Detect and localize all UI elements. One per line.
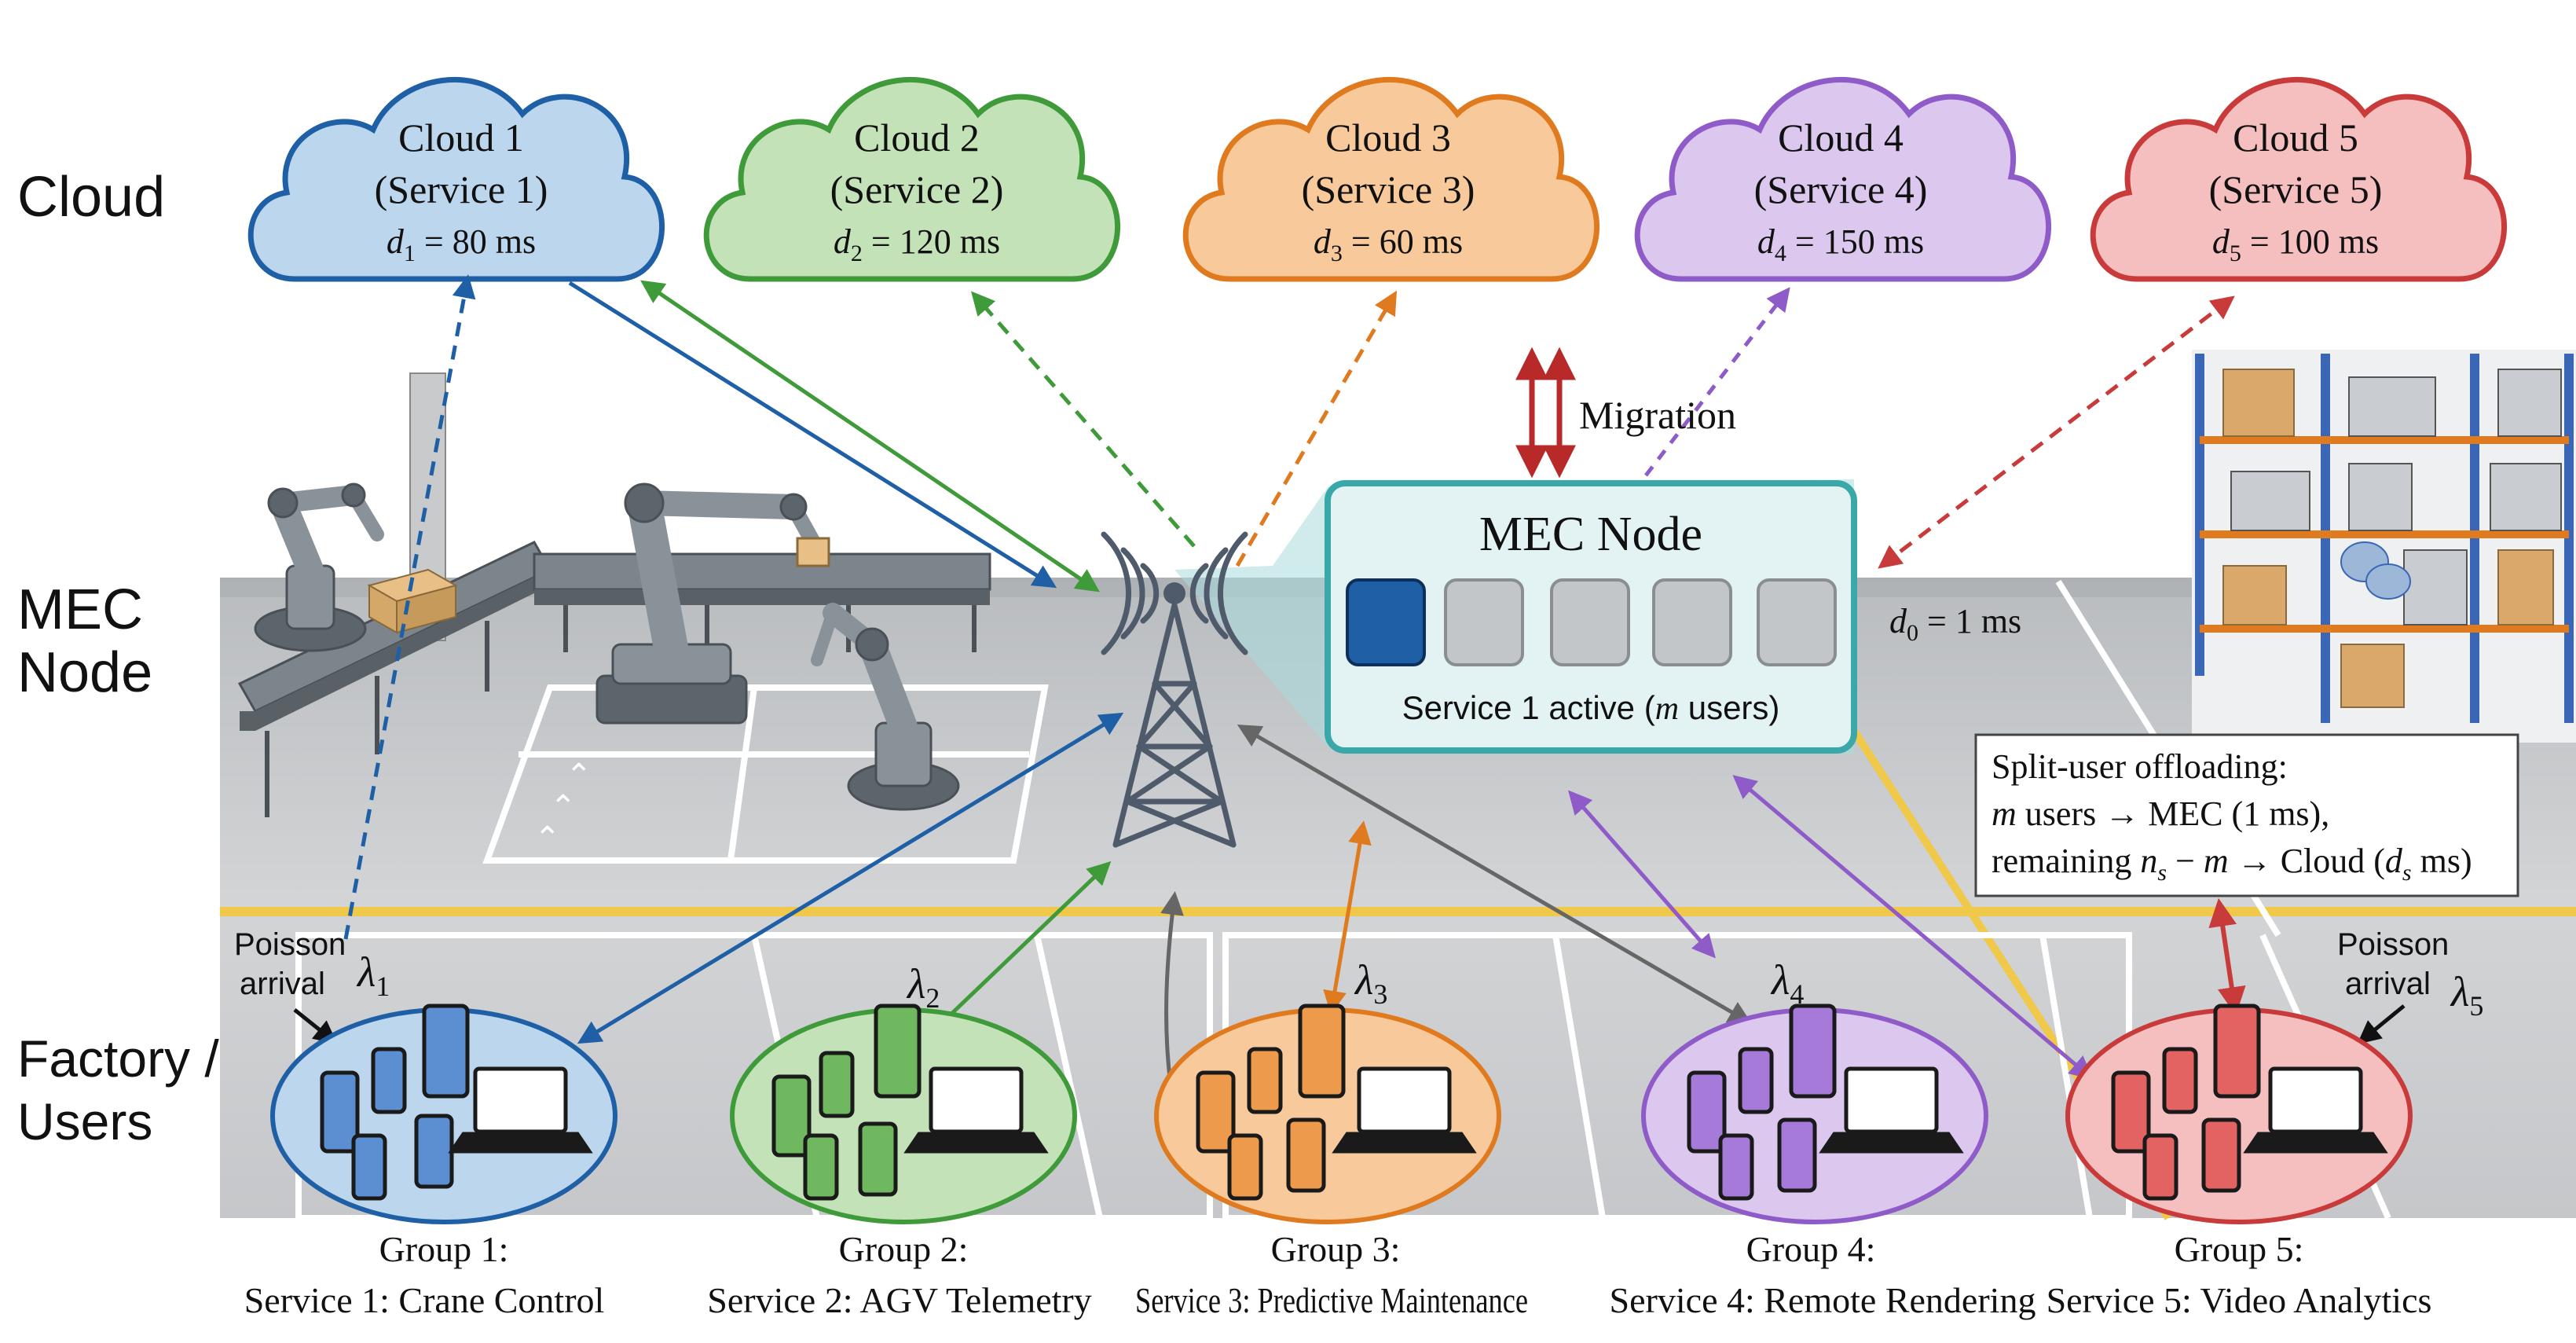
mec-slot-idle <box>1444 578 1524 666</box>
warehouse-shelves-illustration <box>2192 350 2576 743</box>
cloud-5 <box>2090 77 2508 282</box>
group-5-service: Service 5: Video Analytics <box>2047 1280 2432 1320</box>
poisson-arrival-right: Poisson arrival <box>2337 927 2449 1044</box>
group-1-title: Group 1: <box>379 1229 509 1269</box>
cloud-2-link-arrow <box>640 280 1100 593</box>
cloud-2-service: (Service 2) <box>830 167 1004 211</box>
cloud-1-poisson-arrow <box>343 274 476 940</box>
group-3-service: Service 3: Predictive Maintenance <box>1135 1280 1528 1320</box>
svg-text:⌃: ⌃ <box>566 758 592 793</box>
lambda-3: λ3 <box>1354 956 1387 1010</box>
cloud-5-link-arrow <box>1878 295 2235 569</box>
group-4-device-icons <box>1687 1004 1964 1201</box>
group-4-mec-arrow <box>1568 790 1716 959</box>
cloud-2-dashed-arrow <box>971 291 1196 548</box>
callout-line1: Split-user offloading: <box>1992 747 2288 786</box>
layer-label-cloud: Cloud <box>17 166 165 229</box>
cloud-3-service: (Service 3) <box>1302 167 1475 211</box>
group-2-link-arrow <box>927 860 1112 1037</box>
callout-line2: m users → MEC (1 ms), <box>1992 794 2329 833</box>
poisson-right-line2: arrival <box>2345 967 2431 1001</box>
cloud-2-delay: d2 = 120 ms <box>834 222 1000 266</box>
cloud-2-name: Cloud 2 <box>854 116 980 160</box>
mec-slot-active <box>1346 578 1426 666</box>
mec-service-slots <box>1346 578 1837 666</box>
mec-slot-idle <box>1757 578 1837 666</box>
group-2-service: Service 2: AGV Telemetry <box>707 1280 1091 1320</box>
mec-node-title: MEC Node <box>1479 508 1702 561</box>
group-3-uplink-arrow <box>1160 891 1184 1085</box>
mec-delay-label: d0 = 1 ms <box>1889 602 2021 646</box>
cloud-4-delay: d4 = 150 ms <box>1757 222 1924 266</box>
group-5-title: Group 5: <box>2175 1229 2304 1269</box>
mec-slot-idle <box>1652 578 1732 666</box>
clouds <box>247 77 2508 282</box>
cloud-2 <box>703 77 1121 282</box>
cloud-4 <box>1634 77 2052 282</box>
cloud-4-link-arrow <box>1644 287 1790 477</box>
migration-label: Migration <box>1579 393 1736 437</box>
poisson-left-line1: Poisson <box>234 927 346 962</box>
group-2-title: Group 2: <box>839 1229 969 1269</box>
mec-node-box: MEC Node Service 1 active (m users) <box>1325 480 1857 754</box>
poisson-arrival-left: Poisson arrival <box>234 927 346 1044</box>
group-4-title: Group 4: <box>1746 1229 1876 1269</box>
group-5-device-icons <box>2111 1004 2388 1201</box>
layer-label-users-line1: Factory / <box>17 1029 219 1088</box>
robot-arm-left <box>254 483 384 652</box>
cloud-1-delay: d1 = 80 ms <box>387 222 536 266</box>
lambda-1: λ1 <box>356 949 390 1002</box>
group-3-devices <box>1154 1004 1501 1224</box>
lambda-4: λ4 <box>1770 956 1804 1010</box>
cloud-labels: Cloud 1 (Service 1) d1 = 80 ms Cloud 2 (… <box>375 116 2383 266</box>
group-1-link-arrow <box>577 712 1124 1044</box>
layer-label-users-line2: Users <box>17 1092 152 1150</box>
mec-status-text: Service 1 active (m users) <box>1402 689 1780 727</box>
user-groups <box>270 1004 2413 1224</box>
group-captions: Group 1: Service 1: Crane Control Group … <box>244 1229 2432 1320</box>
group-1-devices <box>270 1004 617 1224</box>
cloud-3 <box>1182 77 1600 282</box>
cloud-1-name: Cloud 1 <box>398 116 524 160</box>
layer-label-mec-line1: MEC <box>17 578 143 641</box>
lambda-2: λ2 <box>906 960 940 1014</box>
cloud-5-name: Cloud 5 <box>2233 116 2358 160</box>
group-5-mec-arrow <box>1732 775 2094 1080</box>
group-2-device-icons <box>771 1004 1049 1201</box>
poisson-right-line1: Poisson <box>2337 927 2449 962</box>
cloud-1 <box>247 77 665 282</box>
callout-line3: remaining ns − m → Cloud (ds ms) <box>1992 842 2472 886</box>
group-1-device-icons <box>320 1004 593 1201</box>
cloud-links <box>343 274 2235 940</box>
cloud-3-delay: d3 = 60 ms <box>1314 222 1463 266</box>
lambda-5: λ5 <box>2450 968 2483 1022</box>
cloud-1-service: (Service 1) <box>375 167 548 211</box>
cloud-4-service: (Service 4) <box>1754 167 1928 211</box>
cloud-5-service: (Service 5) <box>2209 167 2383 211</box>
cloud-5-delay: d5 = 100 ms <box>2212 222 2379 266</box>
svg-text:⌃: ⌃ <box>550 790 577 824</box>
group-3-device-icons <box>1196 1004 1477 1201</box>
migration-arrows <box>1515 347 1576 479</box>
cloud-3-link-arrow <box>1235 290 1398 567</box>
layer-label-mec-line2: Node <box>17 641 152 704</box>
group-links <box>577 712 2246 1085</box>
cloud-4-name: Cloud 4 <box>1778 116 1904 160</box>
group-4-devices <box>1641 1004 1988 1224</box>
group-3-title: Group 3: <box>1271 1229 1401 1269</box>
arrival-rate-labels: λ1 λ2 λ3 λ4 λ5 <box>356 949 2483 1022</box>
group-5-callout-arrow <box>2208 897 2246 1016</box>
cloud-3-name: Cloud 3 <box>1325 116 1451 160</box>
group-5-devices <box>2065 1004 2413 1224</box>
group-1-service: Service 1: Crane Control <box>244 1280 605 1320</box>
split-offloading-callout: Split-user offloading: m users → MEC (1 … <box>1974 733 2519 897</box>
mec-slot-idle <box>1550 578 1630 666</box>
group-4-tower-arrow <box>1237 724 1753 1025</box>
layer-labels: Cloud MEC Node Factory / Users <box>17 166 219 1150</box>
group-4-service: Service 4: Remote Rendering <box>1610 1280 2036 1320</box>
poisson-left-line2: arrival <box>240 967 325 1001</box>
svg-text:⌃: ⌃ <box>534 821 561 856</box>
group-2-devices <box>730 1004 1077 1224</box>
